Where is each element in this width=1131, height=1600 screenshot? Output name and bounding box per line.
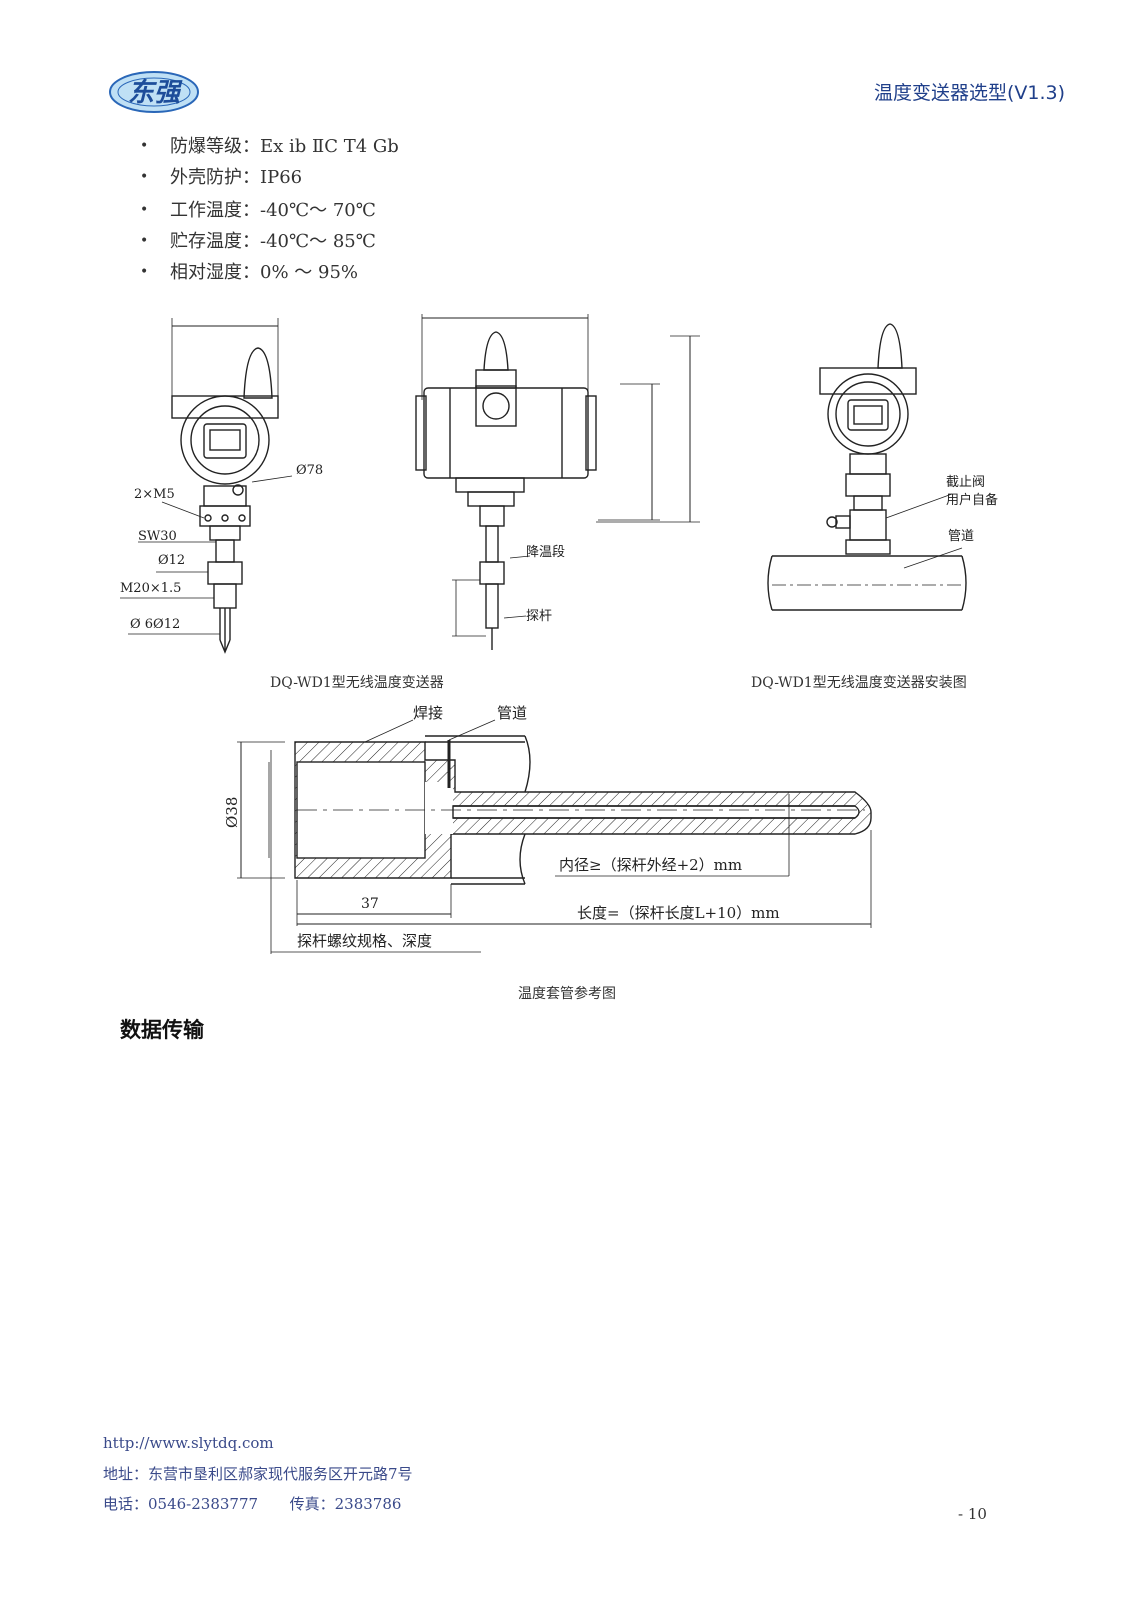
footer-contact: 电话：0546-2383777 传真：2383786 — [103, 1493, 401, 1514]
document-title: 温度变送器选型(V1.3) — [873, 82, 1065, 104]
label-pipe: 管道 — [497, 704, 527, 722]
thermowell-section — [237, 719, 872, 954]
label-cooling: 降温段 — [526, 545, 565, 560]
company-logo: 东强 — [109, 71, 199, 113]
spec-item: •外壳防护：IP66 — [140, 167, 303, 188]
spec-item: •工作温度：-40℃～ 70℃ — [140, 200, 376, 221]
label-inner-diameter: 内径≥（探杆外经+2）mm — [559, 856, 742, 874]
front-view — [120, 318, 293, 654]
figure-caption-thermowell: 温度套管参考图 — [518, 986, 616, 1002]
spec-item: •贮存温度：-40℃～ 85℃ — [140, 231, 376, 252]
spec-item: •相对湿度：0% ～ 95% — [140, 262, 359, 283]
spec-item: •防爆等级：Ex ib ⅡC T4 Gb — [140, 136, 399, 157]
label-d78: Ø78 — [296, 463, 323, 478]
label-thread: 探杆螺纹规格、深度 — [297, 932, 432, 950]
footer-address: 地址：东营市垦利区郝家现代服务区开元路7号 — [103, 1465, 413, 1483]
label-weld: 焊接 — [413, 704, 443, 722]
label-d12: Ø12 — [158, 553, 185, 568]
label-user-supplied: 用户自备 — [946, 492, 998, 508]
label-pipe: 管道 — [948, 529, 974, 544]
footer-url[interactable]: http://www.slytdq.com — [103, 1434, 274, 1452]
footer-phone: 电话：0546-2383777 — [103, 1495, 259, 1513]
label-length: 长度=（探杆长度L+10）mm — [577, 904, 780, 922]
side-view — [415, 314, 700, 650]
label-sw30: SW30 — [138, 529, 177, 544]
figure-caption-installation: DQ-WD1型无线温度变送器安装图 — [751, 675, 967, 691]
figure-caption-transmitter: DQ-WD1型无线温度变送器 — [270, 675, 444, 691]
installation-view — [767, 323, 967, 611]
label-probe: 探杆 — [526, 609, 552, 624]
footer-fax: 传真：2383786 — [289, 1495, 402, 1513]
logo-text: 东强 — [128, 78, 183, 108]
thermowell-drawing: 焊接 管道 Ø38 内径≥（探杆外经+2）mm 37 长度=（探杆长度L+10）… — [225, 704, 872, 954]
section-title: 数据传输 — [120, 1018, 204, 1042]
label-d38: Ø38 — [225, 797, 241, 828]
transmitter-drawing: Ø78 2×M5 SW30 Ø12 M20×1.5 Ø 6Ø12 — [120, 314, 998, 654]
label-m5: 2×M5 — [134, 487, 175, 502]
label-m20: M20×1.5 — [120, 581, 181, 596]
label-37: 37 — [361, 896, 379, 912]
label-valve: 截止阀 — [946, 475, 985, 490]
label-d6: Ø 6Ø12 — [130, 617, 180, 632]
page-number: - 10 — [958, 1505, 987, 1523]
